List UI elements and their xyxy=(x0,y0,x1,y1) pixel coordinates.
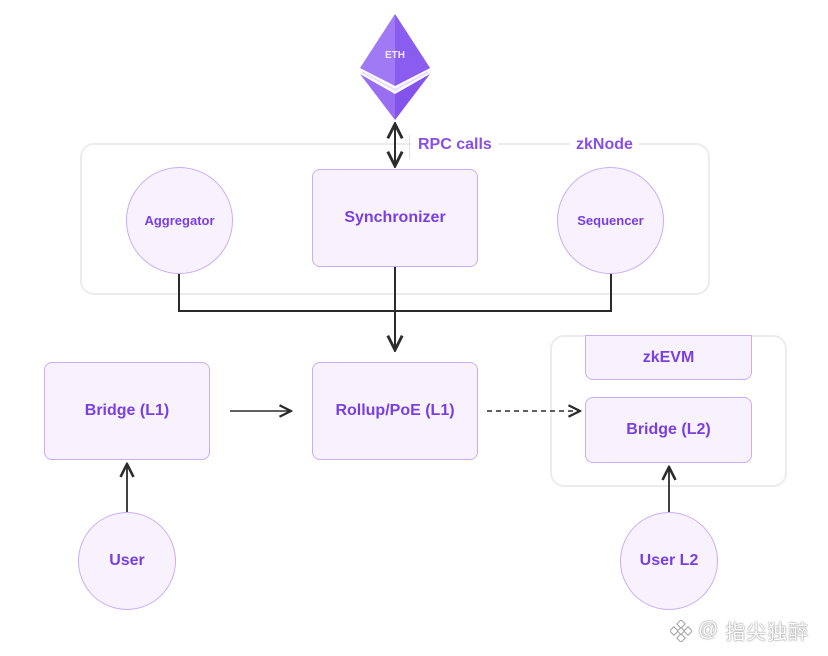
synchronizer-node[interactable]: Synchronizer xyxy=(312,169,478,267)
bridge-l1-node[interactable]: Bridge (L1) xyxy=(44,362,210,460)
watermark-at: @ xyxy=(698,619,720,641)
ethereum-icon xyxy=(360,14,430,120)
zknode-title: zkNode xyxy=(570,135,639,155)
bridge-l2-node[interactable]: Bridge (L2) xyxy=(585,397,752,463)
eth-logo: ETH xyxy=(360,14,430,120)
binance-logo-icon xyxy=(670,619,692,642)
user-l2-label: User L2 xyxy=(639,552,699,569)
sequencer-label: Sequencer xyxy=(577,213,644,228)
watermark: @ 指尖独醉 xyxy=(670,616,809,645)
bridge-l2-label: Bridge (L2) xyxy=(626,421,711,438)
user-label: User xyxy=(109,552,145,569)
watermark-text: 指尖独醉 xyxy=(725,622,810,644)
zkevm-node[interactable]: zkEVM xyxy=(585,335,752,380)
synchronizer-label: Synchronizer xyxy=(344,209,446,226)
user-node[interactable]: User xyxy=(78,512,176,610)
zkevm-label: zkEVM xyxy=(642,348,695,366)
aggregator-node[interactable]: Aggregator xyxy=(126,167,233,274)
rpc-calls-label: RPC calls xyxy=(412,135,498,155)
rollup-poe-l1-label: Rollup/PoE (L1) xyxy=(335,402,455,419)
rpc-tick xyxy=(409,135,410,159)
user-l2-node[interactable]: User L2 xyxy=(620,512,718,610)
aggregator-label: Aggregator xyxy=(144,213,215,228)
rollup-poe-l1-node[interactable]: Rollup/PoE (L1) xyxy=(312,362,478,460)
sequencer-node[interactable]: Sequencer xyxy=(557,167,664,274)
bridge-l1-label: Bridge (L1) xyxy=(84,402,170,419)
eth-label: ETH xyxy=(385,50,405,61)
